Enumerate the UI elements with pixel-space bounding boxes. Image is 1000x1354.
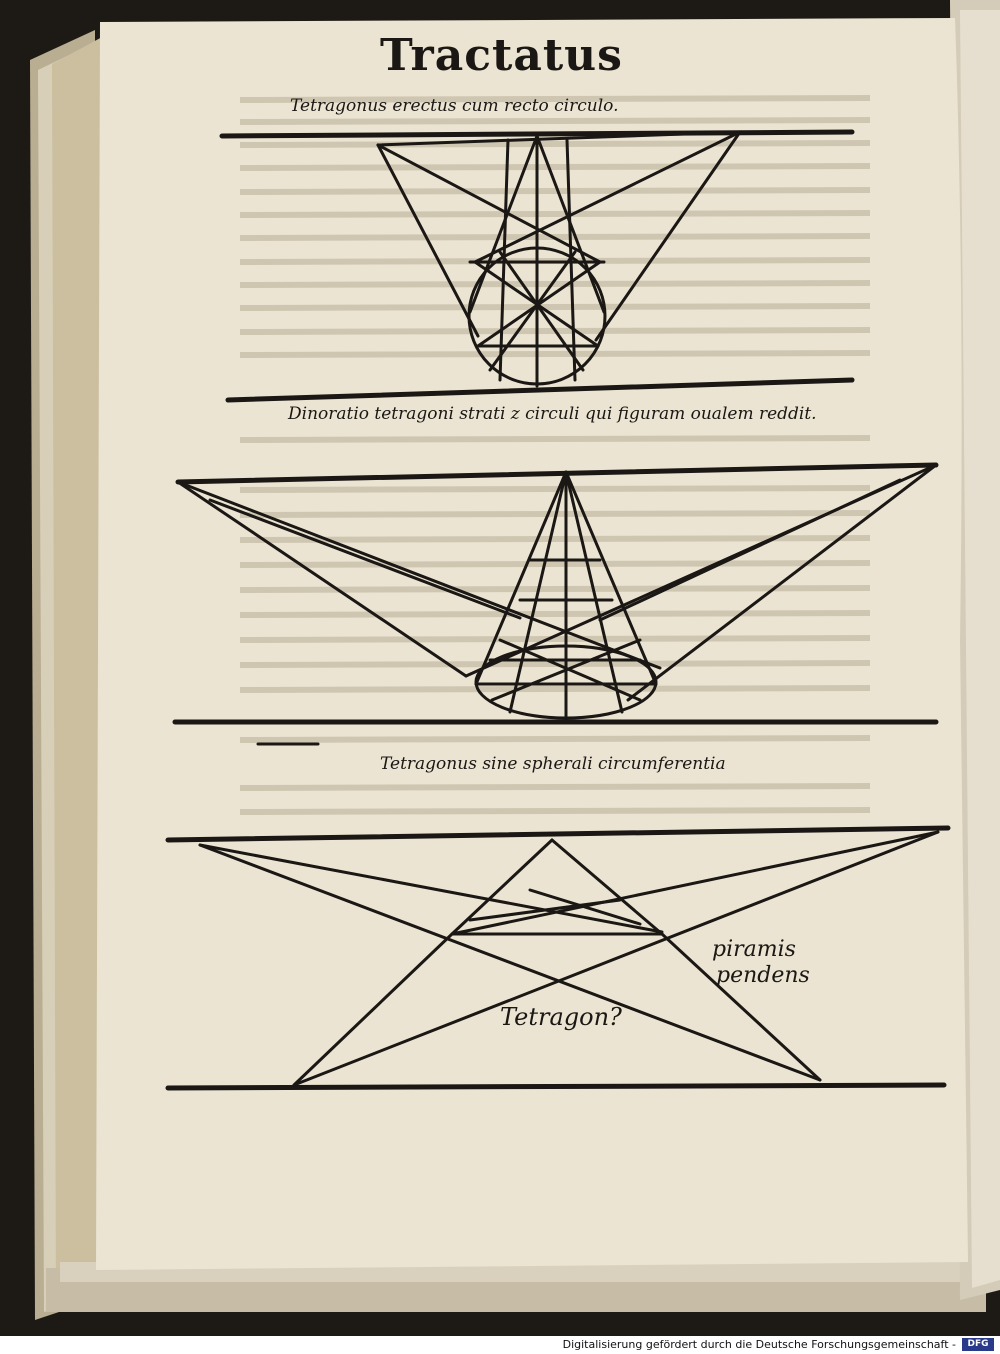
dfg-logo: DFG — [962, 1338, 994, 1351]
figure-1-tetragon-circle — [219, 129, 855, 403]
footer-bar — [0, 1336, 1000, 1354]
footer-credit: Digitalisierung gefördert durch die Deut… — [562, 1338, 956, 1351]
figure-2-oval — [172, 462, 939, 725]
figure-3-caption: Tetragonus sine spherali circumferentia — [380, 754, 726, 774]
figure-3-tetragon-pyramid — [165, 742, 951, 1091]
figure-1-caption: Tetragonus erectus cum recto circulo. — [290, 96, 619, 116]
figure-2-caption: Dinoratio tetragoni strati z circuli qui… — [288, 404, 817, 424]
page-title: Tractatus — [380, 30, 623, 81]
figure-label-pendens: pendens — [716, 963, 810, 988]
figure-label-piramis: piramis — [712, 937, 796, 962]
page-paper — [96, 18, 968, 1270]
figure-label-tetragon: Tetragon? — [500, 1003, 622, 1031]
